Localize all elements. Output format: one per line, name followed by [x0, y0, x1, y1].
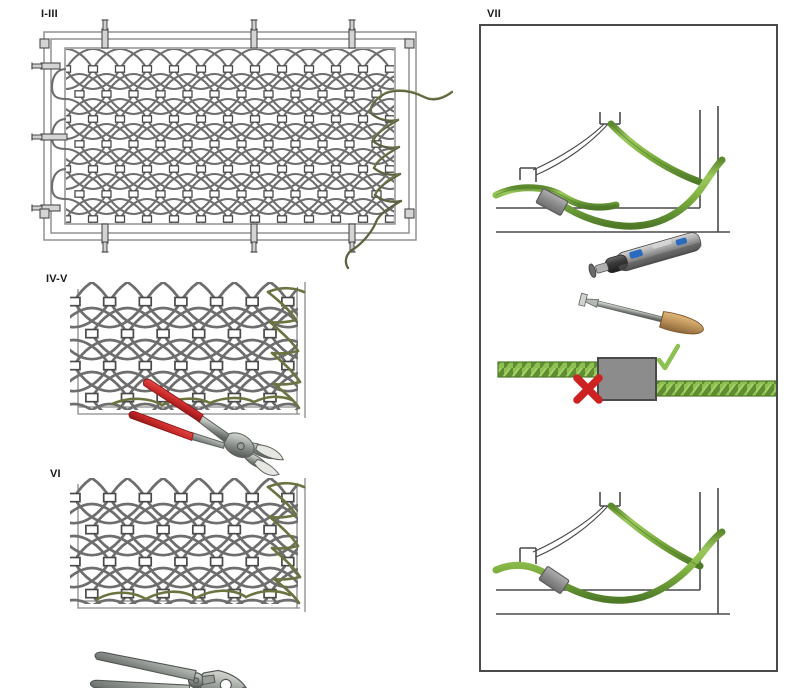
mesh-left-loops — [50, 67, 67, 201]
frame-rails — [43, 31, 417, 241]
lacing-rope-panel-1-highlight — [370, 89, 453, 195]
panel-iv-v-artwork — [70, 282, 306, 476]
panel-label-vii: VII — [487, 8, 502, 20]
lacing-rope-panel-1 — [344, 89, 454, 270]
cable-mesh-full — [66, 49, 394, 223]
panel-vi-artwork — [70, 478, 306, 688]
panel-label-i-iii: I-III — [41, 8, 58, 20]
lacing-rope-panel-3 — [94, 481, 306, 605]
red-handled-pliers-icon — [128, 378, 285, 476]
turnbuckle-anchors — [31, 19, 415, 253]
panel-label-vi: VI — [50, 468, 61, 480]
lacing-rope-panel-2 — [110, 286, 306, 410]
steel-crimping-pliers-icon — [89, 651, 250, 688]
panel-label-iv-v: IV-V — [46, 273, 68, 285]
panel-i-iii-artwork — [31, 19, 454, 270]
panel-vii-border-box — [479, 24, 778, 672]
